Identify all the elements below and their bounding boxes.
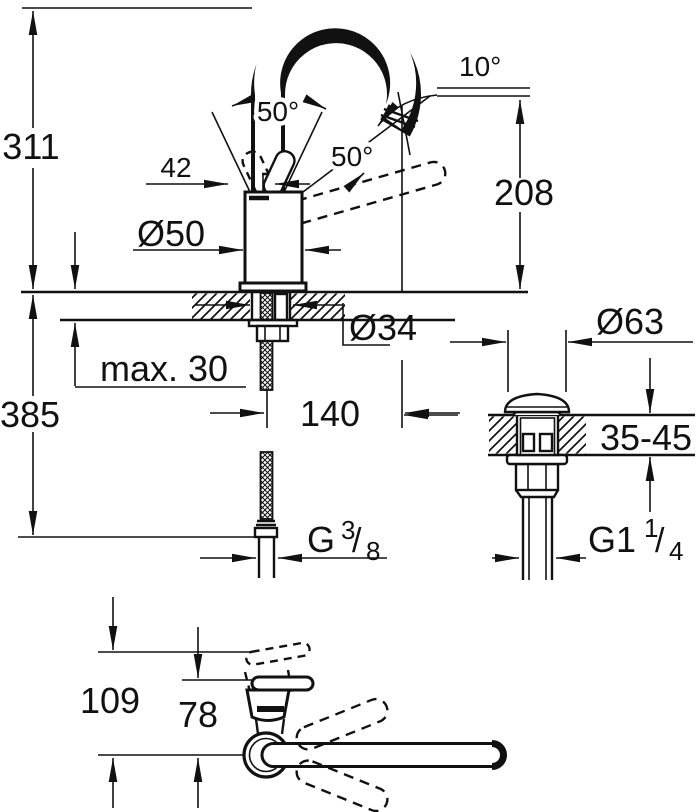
outlet-angle-note xyxy=(377,87,530,428)
waste-thread-prefix: G1 xyxy=(588,519,636,560)
under-counter-assembly xyxy=(247,292,299,578)
dim-handle-offset: 42 xyxy=(160,152,191,183)
dim-plan-total: 109 xyxy=(80,680,140,721)
plan-dimensions xyxy=(98,597,252,808)
popup-waste xyxy=(503,392,571,580)
open-angle-arrow-b xyxy=(343,172,365,193)
supply-thread-denominator: 8 xyxy=(366,536,380,566)
lever-hood-band xyxy=(257,706,284,712)
body-base-flange xyxy=(238,281,308,293)
angle-line-open xyxy=(302,95,431,193)
side-view: 311 42 50° 50° 10° 208 Ø50 max. 30 385 Ø… xyxy=(0,2,554,578)
angle-line-right xyxy=(283,111,323,193)
dim-supply-thread: G 3 / 8 xyxy=(307,515,380,566)
dim-waste-deck-range: 35-45 xyxy=(600,417,692,458)
dim-below-deck: 385 xyxy=(0,394,60,435)
waste-washer xyxy=(505,453,569,466)
lever-plan xyxy=(243,641,315,735)
lever-hood xyxy=(245,688,291,722)
supply-thread-prefix: G xyxy=(307,519,335,560)
lever-blade xyxy=(250,675,315,692)
waste-thread-denominator: 4 xyxy=(669,536,683,566)
dimension-lines xyxy=(18,7,525,563)
drain-view: Ø63 35-45 G1 1 / 4 xyxy=(404,301,695,580)
supply-thread-numerator: 3 xyxy=(341,515,355,545)
nut-chamfer xyxy=(515,489,560,499)
dim-deck-max: max. 30 xyxy=(100,348,228,389)
spout-plan xyxy=(260,742,507,768)
dim-plan-body: 78 xyxy=(178,694,218,735)
drain-dimensions xyxy=(404,330,693,563)
lever-raised-dashed xyxy=(245,641,311,666)
dim-outlet-angle: 10° xyxy=(459,51,501,82)
waste-cap xyxy=(503,392,571,414)
overflow-hole xyxy=(521,432,536,453)
spout-end-cap xyxy=(491,740,507,770)
angle-arrow-right xyxy=(302,94,327,110)
dim-handle-swing: 50° xyxy=(257,96,299,127)
dim-outlet-height: 208 xyxy=(494,172,554,213)
waste-thread-slash: / xyxy=(655,522,665,560)
dim-waste-flange: Ø63 xyxy=(596,301,664,342)
second-hose xyxy=(273,292,289,323)
dim-shank-diameter: Ø34 xyxy=(349,307,417,348)
plan-view: 109 78 xyxy=(80,597,507,812)
supply-thread-slash: / xyxy=(352,522,362,560)
waste-nut xyxy=(514,462,560,492)
dim-body-diameter: Ø50 xyxy=(137,213,205,254)
mounting-nut xyxy=(255,324,290,343)
faucet-body xyxy=(238,190,308,293)
dia34-leader xyxy=(342,303,390,346)
spout-swing-lower xyxy=(295,759,389,812)
dim-projection: 140 xyxy=(300,393,360,434)
waste-thread-numerator: 1 xyxy=(644,513,658,543)
dim-total-height: 311 xyxy=(2,126,59,167)
dim-lever-open-angle: 50° xyxy=(331,141,373,172)
overflow-hole xyxy=(538,432,554,453)
braided-hose-lower xyxy=(259,451,274,520)
spout-swing-upper xyxy=(295,697,389,751)
outlet-axis-line xyxy=(397,91,411,156)
angle-arrow-left xyxy=(231,93,257,107)
angle-line-left xyxy=(211,111,251,193)
hose-collar xyxy=(253,526,279,539)
dim-waste-thread: G1 1 / 4 xyxy=(588,513,683,566)
